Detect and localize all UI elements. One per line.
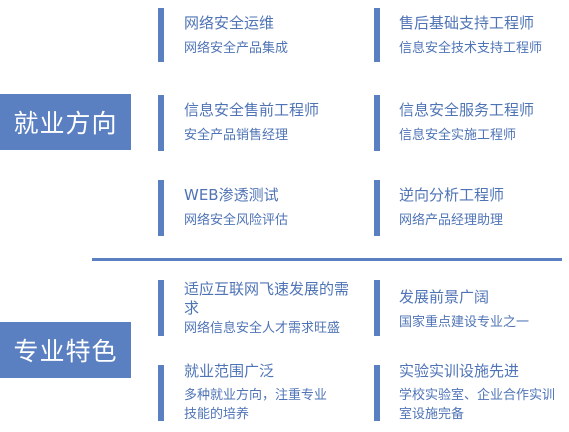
list-item-reverse-engineering: 逆向分析工程师 网络产品经理助理 — [399, 186, 567, 230]
item-subtitle: 安全产品销售经理 — [184, 128, 289, 143]
item-subtitle: 信息安全实施工程师 — [399, 128, 517, 143]
list-item-web-pentest: WEB渗透测试 网络安全风险评估 — [184, 186, 364, 230]
item-accent-bar — [374, 95, 380, 151]
item-title: 发展前景广阔 — [399, 288, 490, 306]
list-item-presales: 信息安全售前工程师 安全产品销售经理 — [184, 101, 364, 145]
list-item-security-service: 信息安全服务工程师 信息安全实施工程师 — [399, 101, 567, 145]
list-item-network-ops: 网络安全运维 网络安全产品集成 — [184, 14, 364, 58]
section-tag-label: 专业特色 — [13, 337, 118, 366]
item-title: 信息安全售前工程师 — [184, 101, 320, 119]
item-accent-bar — [158, 8, 164, 62]
item-accent-bar — [374, 8, 380, 62]
item-accent-bar — [158, 365, 164, 421]
item-subtitle: 学校实验室、企业合作实训室设施完备 — [399, 388, 556, 422]
section-tag-program-features: 专业特色 — [0, 322, 131, 378]
item-accent-bar — [158, 180, 164, 236]
item-accent-bar — [158, 280, 164, 336]
section-tag-label: 就业方向 — [13, 109, 118, 138]
list-item-prospects: 发展前景广阔 国家重点建设专业之一 — [399, 288, 567, 332]
item-subtitle: 网络安全产品集成 — [184, 41, 289, 56]
list-item-internet-demand: 适应互联网飞速发展的需求 网络信息安全人才需求旺盛 — [184, 280, 362, 338]
list-item-facilities: 实验实训设施先进 学校实验室、企业合作实训室设施完备 — [399, 362, 559, 424]
item-accent-bar — [374, 280, 380, 336]
item-accent-bar — [158, 95, 164, 151]
item-title: 信息安全服务工程师 — [399, 101, 535, 119]
item-subtitle: 网络安全风险评估 — [184, 213, 289, 228]
item-subtitle: 多种就业方向，注重专业技能的培养 — [184, 388, 328, 422]
item-title: 就业范围广泛 — [184, 362, 275, 380]
item-subtitle: 信息安全技术支持工程师 — [399, 41, 543, 56]
list-item-after-sales: 售后基础支持工程师 信息安全技术支持工程师 — [399, 14, 567, 58]
item-subtitle: 国家重点建设专业之一 — [399, 315, 530, 330]
item-accent-bar — [374, 365, 380, 421]
item-title: 适应互联网飞速发展的需求 — [184, 280, 350, 317]
section-divider — [92, 258, 562, 261]
item-accent-bar — [374, 180, 380, 236]
item-title: 逆向分析工程师 — [399, 186, 505, 204]
item-subtitle: 网络产品经理助理 — [399, 213, 504, 228]
item-title: 网络安全运维 — [184, 14, 275, 32]
section-tag-career-direction: 就业方向 — [0, 94, 131, 150]
item-title: WEB渗透测试 — [184, 186, 279, 204]
item-subtitle: 网络信息安全人才需求旺盛 — [184, 321, 341, 336]
list-item-employment-scope: 就业范围广泛 多种就业方向，注重专业技能的培养 — [184, 362, 334, 424]
item-title: 实验实训设施先进 — [399, 362, 520, 380]
item-title: 售后基础支持工程师 — [399, 14, 535, 32]
